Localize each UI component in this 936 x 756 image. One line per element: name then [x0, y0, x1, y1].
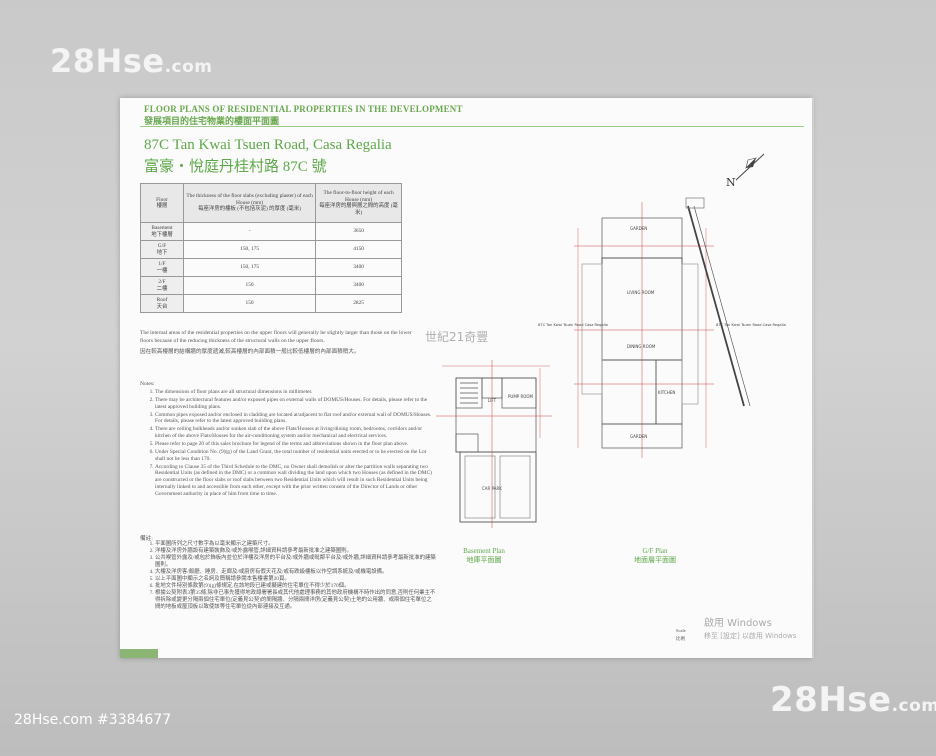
page-title-en: 87C Tan Kwai Tsuen Road, Casa Regalia [144, 137, 392, 153]
car-bay-2 [499, 455, 531, 519]
watermark-brand-bottom: 28Hse [770, 680, 892, 720]
north-arrow: N [726, 150, 770, 195]
plan-label-living-room: LIVING ROOM [627, 290, 655, 295]
internal-area-note-zh: 因在較高樓層的結構牆的厚度遞減,較高樓層的內部面積一般比較低樓層的內部面積稍大。 [140, 349, 360, 355]
listing-id: 28Hse.com #3384677 [14, 712, 172, 728]
gf-plan-caption: G/F Plan 地面層平面圖 [625, 547, 685, 565]
internal-area-note-en: The internal areas of the residential pr… [140, 330, 412, 344]
list-item: There are ceiling bulkheads and/or sunke… [155, 426, 437, 440]
page-edge [810, 98, 814, 658]
basement-room [455, 433, 479, 453]
basement-plan [436, 360, 552, 528]
brochure-page: FLOOR PLANS OF RESIDENTIAL PROPERTIES IN… [120, 98, 812, 658]
plan-label-garden: GARDEN [630, 226, 647, 231]
floor-plan-drawings: LIFT PUMP ROOM CAR PARK GARDEN LIVING RO… [436, 197, 786, 528]
north-label: N [726, 176, 736, 189]
gf-plan-label-en: G/F Plan [642, 547, 668, 555]
list-item: The dimensions of floor plans are all st… [155, 389, 437, 396]
north-arrow-icon: N [726, 153, 765, 189]
plan-label-car-park: CAR PARK [482, 486, 502, 491]
driveway-ramp [687, 205, 745, 407]
watermark-logo-bottom: 28Hse.com [770, 680, 936, 720]
basement-plan-caption: Basement Plan 地庫平面圖 [460, 547, 508, 565]
windows-activation-title: 啟用 Windows [704, 618, 772, 629]
header-divider [140, 126, 804, 127]
list-item: Common pipes exposed and/or enclosed in … [155, 412, 437, 426]
windows-activation-overlay: 啟用 Windows 移至 [設定] 以啟用 Windows [704, 618, 796, 642]
service-block [601, 359, 657, 425]
plan-label-house-left: 87C Tan Kwai Tsuen Road Casa Regalia [538, 323, 608, 327]
plan-label-pump-room: PUMP ROOM [508, 394, 534, 399]
watermark-domain-bottom: .com [891, 696, 936, 716]
plan-label-dining-room: DINING ROOM [627, 344, 656, 349]
side-yard-right [681, 263, 699, 405]
pump-room [501, 377, 537, 409]
section-header-zh: 發展項目的住宅物業的樓面平面圖 [144, 116, 280, 126]
list-item: 大樓及洋房客/飯廳、睡房、走廊及/或廚房有假天花及/或有跌級樓板以作空調系統及/… [155, 569, 437, 576]
list-item: Please refer to page 20 of this sales br… [155, 441, 437, 448]
list-item: 洋樓及洋房外牆設有建築裝飾及/或外露喉管,詳細資料請參考最新批准之建築圖則。 [155, 548, 437, 555]
list-item: 根據公契附表3第35條,除非已事先獲得地政總署署長或其代他處理事務的其他政府機構… [155, 590, 437, 611]
car-bay-1 [464, 455, 496, 519]
list-item: Under Special Condition No. (9)(g) of th… [155, 449, 437, 463]
plan-label-lift: LIFT [488, 398, 497, 403]
gf-plan [574, 197, 751, 458]
notes-title: Notes: [140, 381, 155, 387]
watermark-domain: .com [164, 57, 213, 77]
basement-plan-label-zh: 地庫平面圖 [466, 556, 502, 564]
plan-label-garden-lower: GARDEN [630, 434, 647, 439]
scale-label: Scale 比例 [676, 628, 686, 641]
list-item: 公共喉管外露及/或包於飾板內並位於洋樓及洋房的平台及/或外牆或毗鄰平台及/或外牆… [155, 555, 437, 569]
table-header-height: The floor-to-floor height of each House … [315, 183, 402, 223]
list-item: There may be architectural features and/… [155, 397, 437, 411]
plan-label-house-right: 87C Tan Kwai Tsuen Road Casa Regalia [716, 323, 786, 327]
list-item: 平面圖所列之尺寸數字為以毫米顯示之建築尺寸。 [155, 541, 437, 548]
section-header-en: FLOOR PLANS OF RESIDENTIAL PROPERTIES IN… [144, 104, 463, 114]
windows-activation-hint: 移至 [設定] 以啟用 Windows [704, 632, 797, 640]
watermark-logo-top: 28Hse.com [50, 42, 213, 80]
gf-plan-label-zh: 地面層平面圖 [634, 556, 676, 564]
notes-list-en: The dimensions of floor plans are all st… [140, 389, 437, 499]
plan-label-kitchen: KITCHEN [658, 390, 675, 395]
basement-plan-label-en: Basement Plan [463, 547, 505, 555]
notes-list-zh: 平面圖所列之尺寸數字為以毫米顯示之建築尺寸。 洋樓及洋房外牆設有建築裝飾及/或外… [140, 541, 437, 611]
agency-watermark: 世紀21奇豐 [425, 330, 489, 344]
watermark-brand: 28Hse [50, 42, 165, 80]
notes-title-zh: 備註: [140, 536, 153, 542]
page-number-tab [120, 649, 158, 658]
side-yard-left [581, 263, 603, 395]
car-park-area [459, 451, 537, 523]
entrance-gate [685, 197, 705, 209]
page-title-zh: 富豪・悅庭丹桂村路 87C 號 [144, 159, 327, 175]
list-item: 以上平面圖中顯示之名詞及簡稱請參閱本售樓書第20頁。 [155, 576, 437, 583]
basement-outline [455, 377, 537, 453]
list-item: According to Clause 35 of the Third Sche… [155, 464, 437, 498]
list-item: 批地文件特別條款第(9)(g)條規定,在該地段已建或擬建的住宅單位不得少於170… [155, 583, 437, 590]
